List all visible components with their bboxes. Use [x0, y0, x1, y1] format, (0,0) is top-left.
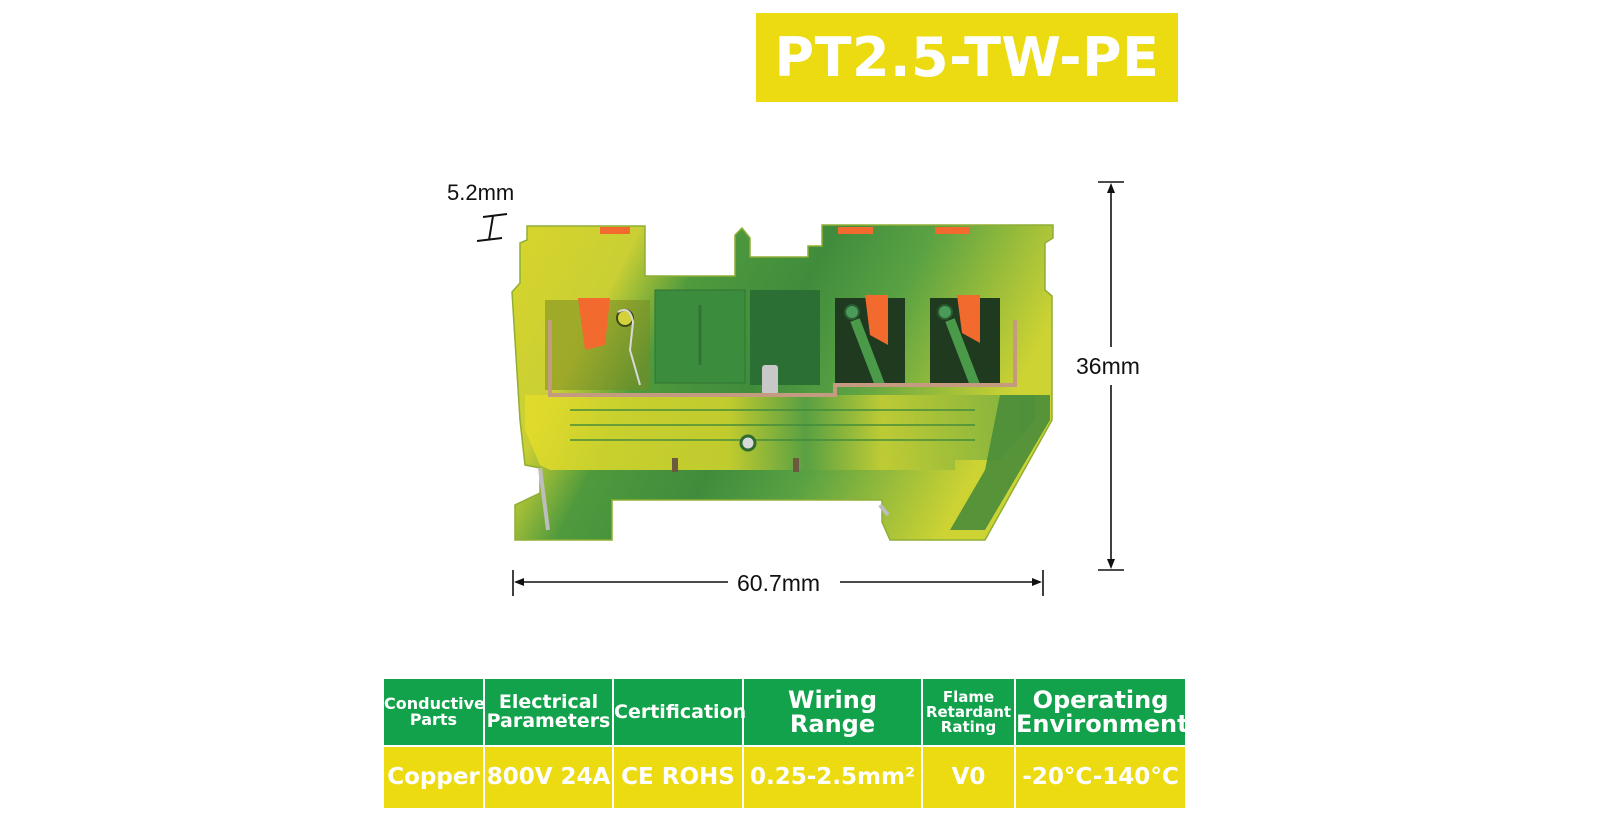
spec-table: Conductive Parts Electrical Parameters C… [382, 677, 1189, 810]
header-line: Certification [614, 700, 747, 723]
width-arrow-icon [512, 570, 1044, 596]
spec-table-value-row: Copper 800V 24A CE ROHS 0.25-2.5mm² V0 -… [382, 745, 1187, 810]
header-line: Parts [409, 710, 458, 729]
header-line: Operating [1032, 686, 1169, 714]
height-dimension-label: 36mm [1076, 353, 1140, 379]
value-electrical-parameters: 800V 24A [483, 745, 614, 810]
value-certification: CE ROHS [612, 745, 744, 810]
value-wiring-range: 0.25-2.5mm² [742, 745, 923, 810]
header-line: Electrical [498, 691, 599, 713]
value-conductive-parts: Copper [382, 745, 485, 810]
header-electrical-parameters: Electrical Parameters [483, 677, 614, 747]
header-line: Rating [940, 717, 997, 736]
header-line: Flame [942, 687, 995, 706]
thickness-dimension-label: 5.2mm [447, 180, 515, 205]
header-operating-environment: Operating Environment [1014, 677, 1189, 747]
terminal-block-illustration [511, 224, 1054, 541]
value-operating-environment: -20°C-140°C [1014, 745, 1187, 810]
height-arrow-icon [1098, 181, 1124, 571]
header-flame-retardant-rating: Flame Retardant Rating [921, 677, 1016, 747]
product-title: PT2.5-TW-PE [774, 26, 1160, 89]
width-dimension-label: 60.7mm [737, 570, 821, 596]
thickness-marker-icon [476, 213, 508, 242]
header-conductive-parts: Conductive Parts [382, 677, 485, 747]
product-title-banner: PT2.5-TW-PE [756, 13, 1178, 102]
header-line: Wiring Range [787, 686, 878, 738]
header-certification: Certification [612, 677, 747, 747]
header-line: Conductive [384, 694, 485, 713]
terminal-block-image [500, 170, 1180, 590]
spec-table-header-row: Conductive Parts Electrical Parameters C… [382, 677, 1189, 747]
header-wiring-range: Wiring Range [742, 677, 923, 747]
header-line: Parameters [486, 710, 611, 732]
header-line: Environment [1016, 710, 1189, 738]
header-line: Retardant [925, 702, 1012, 721]
value-flame-retardant-rating: V0 [921, 745, 1016, 810]
